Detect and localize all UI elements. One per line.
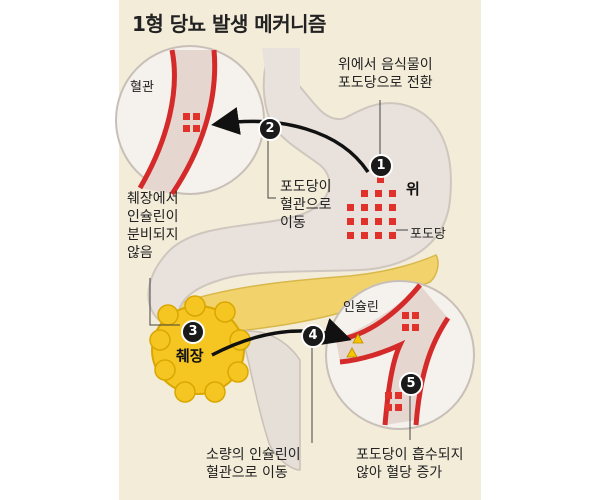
stomach [147, 54, 452, 332]
leader-step-3 [149, 278, 180, 326]
glucose-squares-vessel-bottom [385, 312, 419, 411]
blood-vessel-top [140, 50, 215, 194]
step-2-text: 포도당이 혈관으로 이동 [280, 179, 332, 231]
insulin-label: 인슐린 [343, 300, 379, 315]
arrow-step-4 [211, 318, 352, 357]
vessel-label: 혈관 [130, 80, 154, 95]
arrow-step-2 [211, 107, 370, 173]
step-badge-1: 1 [369, 154, 393, 178]
step-4-text: 소량의 인슐린이 혈관으로 이동 [206, 447, 301, 481]
stomach-label: 위 [406, 180, 420, 198]
duodenum [238, 329, 301, 471]
glucose-label: 포도당 [410, 227, 446, 242]
leader-step-2 [267, 140, 276, 199]
diagram-title: 1형 당뇨 발생 메커니즘 [132, 12, 326, 36]
pancreas-label: 췌장 [176, 347, 204, 365]
step-badge-5: 5 [399, 372, 423, 396]
step-3-text: 췌장에서 인슐린이 분비되지 않음 [127, 191, 179, 261]
glucose-squares-vessel-top [183, 113, 200, 132]
blood-vessel-bottom [336, 285, 448, 425]
step-1-text: 위에서 음식물이 포도당으로 전환 [338, 57, 433, 91]
pancreas-body [173, 254, 439, 336]
step-badge-3: 3 [181, 320, 205, 344]
glucose-squares-stomach [347, 176, 396, 239]
step-5-text: 포도당이 흡수되지 않아 혈당 증가 [356, 447, 464, 481]
insulin-triangles [346, 333, 364, 358]
step-badge-4: 4 [301, 324, 325, 348]
pancreas-head [149, 295, 251, 403]
step-badge-2: 2 [258, 117, 282, 141]
esophagus [262, 48, 300, 110]
